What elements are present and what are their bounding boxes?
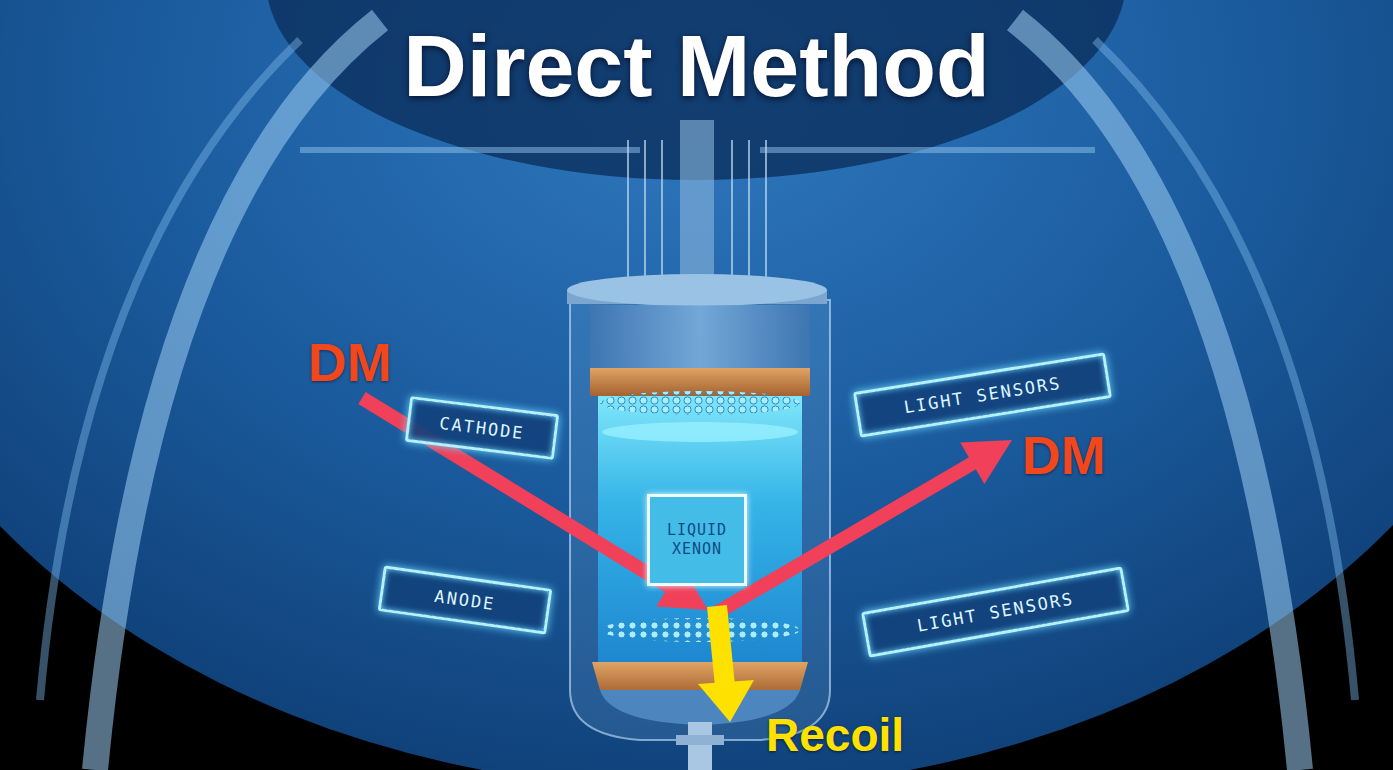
frame-arch — [1095, 40, 1355, 700]
box-label: LIGHT SENSORS — [915, 588, 1075, 636]
central-column — [680, 120, 714, 290]
top-sensor-array — [600, 391, 800, 415]
box-label: ANODE — [433, 586, 496, 615]
particle-label: DM — [308, 335, 392, 389]
outgoing-dm-arrow — [718, 463, 973, 612]
frame-arch — [95, 20, 380, 770]
outer-vessel — [570, 300, 830, 740]
particle-label: DM — [1022, 428, 1106, 482]
arrow-head — [960, 440, 1012, 484]
liquid-xenon-volume — [598, 396, 802, 666]
bottom-sensor-array — [600, 618, 800, 642]
callout-panel: LIGHT SENSORS — [861, 566, 1130, 657]
callout-panel: CATHODE — [405, 396, 559, 460]
box-label: CATHODE — [438, 413, 526, 444]
recoil-label: Recoil — [766, 712, 904, 758]
arrow-head — [698, 680, 754, 722]
callout-panel: ANODE — [378, 565, 553, 634]
upper-shell — [590, 305, 810, 369]
suspension-rods — [628, 140, 766, 285]
stem-flange — [676, 735, 724, 745]
liquid-surface — [602, 422, 798, 442]
box-label: LIQUID XENON — [659, 521, 735, 559]
frame-arch — [40, 40, 300, 700]
box-label: LIGHT SENSORS — [902, 372, 1062, 417]
top-lid — [567, 274, 827, 306]
title-text: Direct Method — [0, 18, 1393, 115]
volume-label-box: LIQUID XENON — [647, 494, 747, 586]
callout-panel: LIGHT SENSORS — [852, 352, 1111, 437]
recoil-arrow — [717, 606, 725, 686]
stem — [688, 722, 712, 770]
